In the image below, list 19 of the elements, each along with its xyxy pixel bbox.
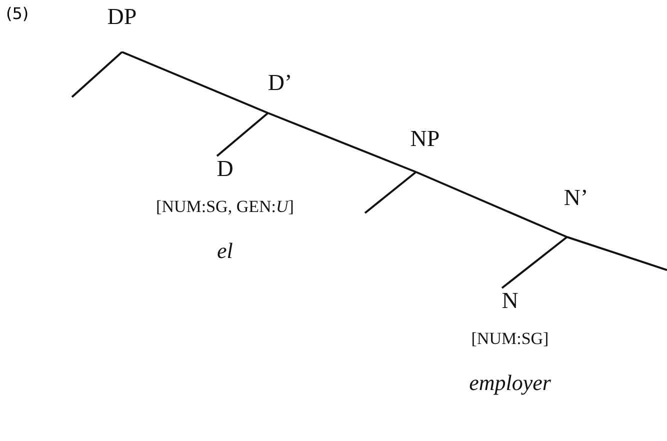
category-label: NP [410,126,440,152]
category-label: DP [107,4,137,30]
word-form: employer [469,370,551,396]
tree-branch [268,112,416,173]
category-label: N’ [564,185,588,211]
tree-branch [122,51,268,114]
feature-bundle: [NUM:SG] [471,328,549,350]
tree-branch [501,236,568,289]
tree-branch [566,236,667,271]
tree-branch [71,51,123,98]
word-form: el [217,238,233,264]
feature-bundle: [NUM:SG, GEN:U] [156,196,294,218]
category-label: D’ [268,70,292,96]
tree-branch [416,171,568,238]
tree-branch [364,171,417,214]
tree-branch [216,112,269,157]
category-label: D [216,156,234,182]
example-number: (5) [6,4,29,23]
category-label: N [502,288,518,314]
